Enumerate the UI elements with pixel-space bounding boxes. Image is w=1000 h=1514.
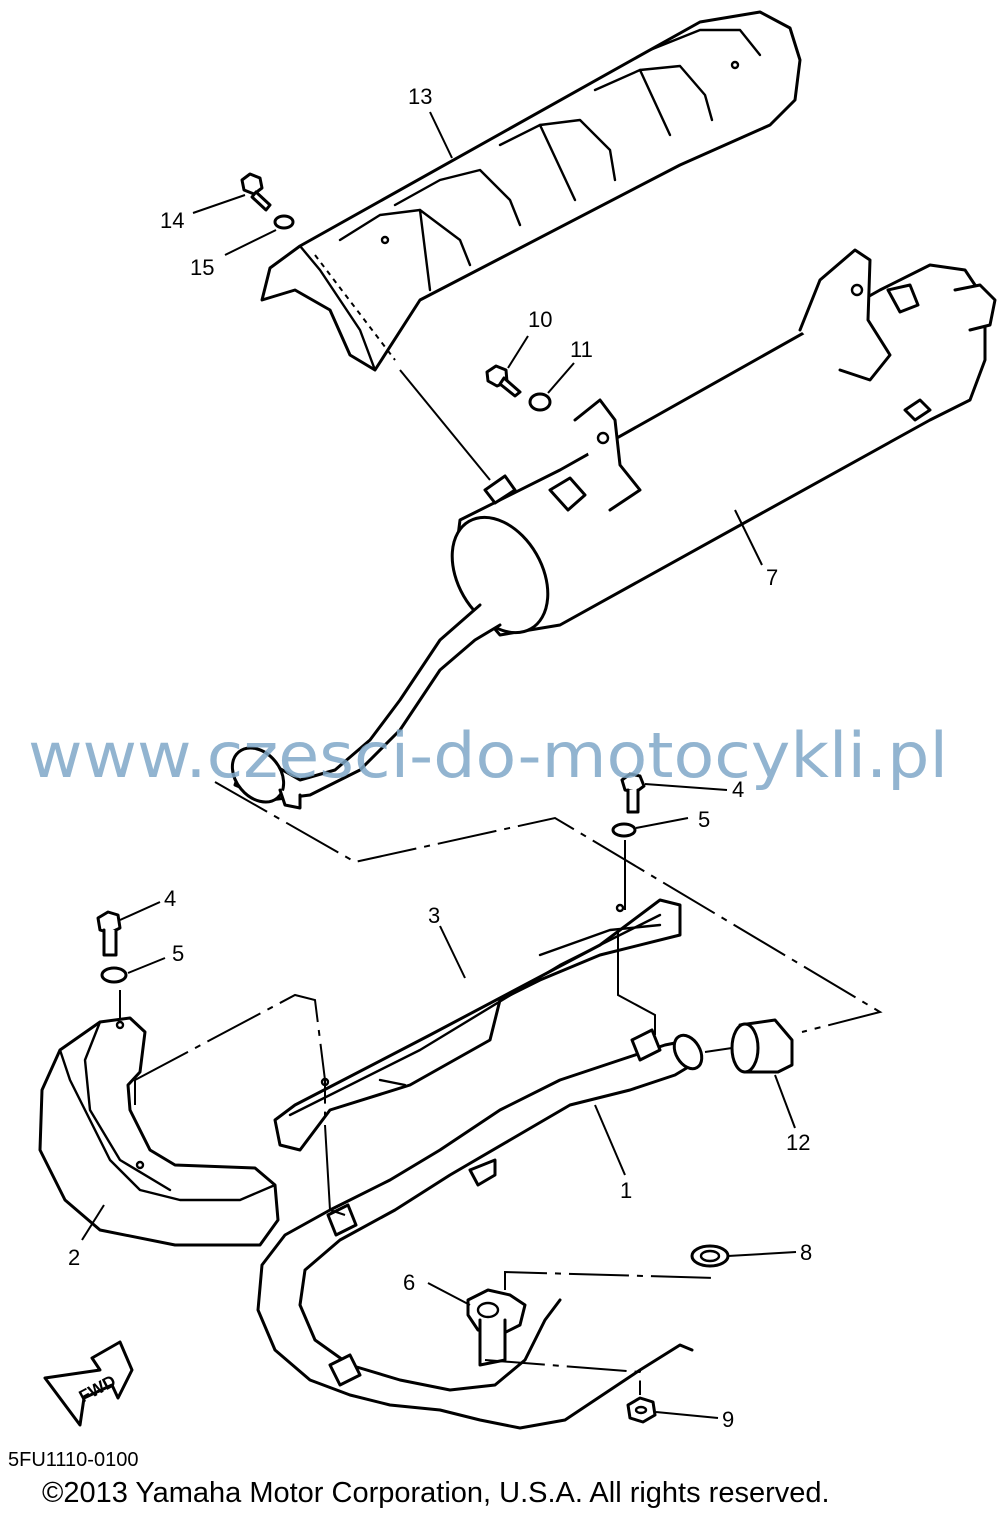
callout-leaders [81,111,797,1419]
copyright-notice: ©2013 Yamaha Motor Corporation, U.S.A. A… [42,1477,830,1509]
callout-15: 15 [190,255,214,280]
washer-part-15 [273,214,295,230]
washer-part-5-right [611,822,637,838]
callout-6: 6 [403,1270,415,1295]
exhaust-pipe-part-1 [256,1028,704,1430]
callout-4-right: 4 [732,777,744,802]
callout-5-left: 5 [172,941,184,966]
bolt-part-4-right [620,772,646,814]
callout-5-right: 5 [698,807,710,832]
gasket-part-12 [730,1018,794,1074]
bolt-part-14 [240,172,272,212]
callout-3: 3 [428,903,440,928]
callout-14: 14 [160,208,184,233]
callout-1: 1 [620,1178,632,1203]
bolt-part-4-left [96,910,122,957]
nut-part-9 [626,1396,657,1424]
washer-part-5-left [100,966,128,984]
diagram-code: 5FU1110-0100 [8,1449,138,1471]
callout-11: 11 [570,337,593,362]
muffler-part-7 [230,248,997,810]
callout-labels: 13 14 15 10 11 7 4 5 4 5 3 12 1 2 6 8 9 [68,84,812,1432]
muffler-protector-part-2 [38,1016,280,1247]
heat-protector-part-13 [260,10,802,372]
assembly-lines [119,369,883,1395]
forward-arrow-icon: FWD [43,1340,134,1427]
gasket-part-8 [690,1244,730,1268]
callout-9: 9 [722,1407,734,1432]
washer-part-11 [528,392,552,412]
bolt-part-10 [485,364,522,398]
callout-4-left: 4 [164,886,176,911]
callout-7: 7 [766,565,778,590]
callout-13: 13 [408,84,432,109]
stay-part-3 [273,898,682,1152]
callout-10: 10 [528,307,552,332]
watermark-text: www.czesci-do-motocykli.pl [28,719,948,792]
callout-8: 8 [800,1240,812,1265]
callout-12: 12 [786,1130,810,1155]
callout-2: 2 [68,1245,80,1270]
